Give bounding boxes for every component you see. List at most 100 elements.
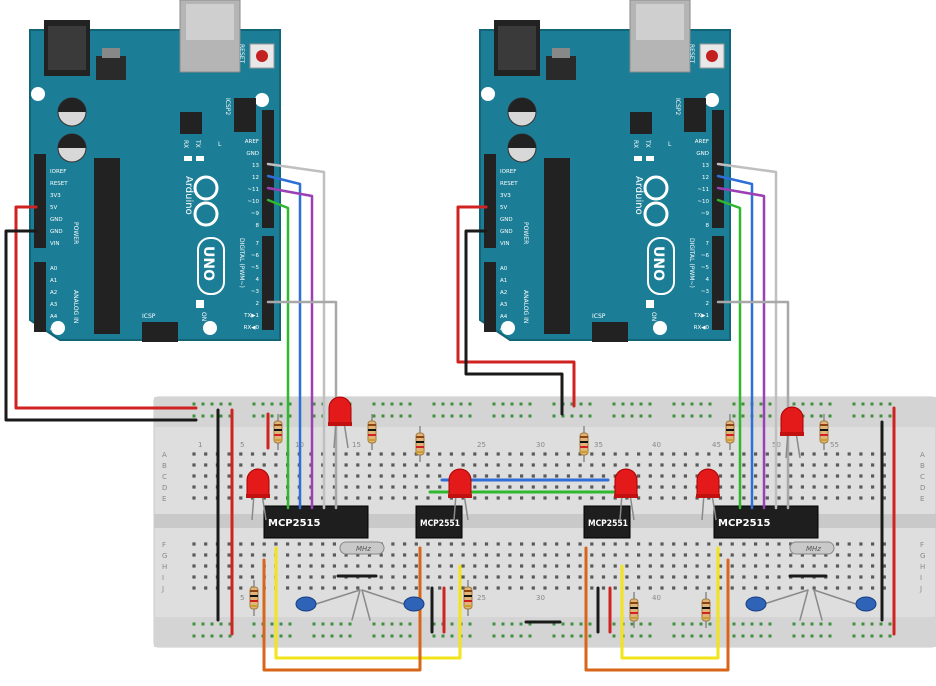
- rail-hole: [288, 622, 292, 626]
- resistor-band: [820, 424, 828, 426]
- breadboard-hole: [660, 452, 664, 456]
- breadboard-hole: [484, 485, 489, 489]
- breadboard-hole: [824, 586, 828, 590]
- chip-label: MCP2551: [420, 519, 460, 529]
- rail-hole: [219, 622, 223, 626]
- rail-hole: [312, 402, 316, 406]
- breadboard-hole: [391, 553, 395, 557]
- breadboard-hole: [192, 474, 196, 478]
- pin-3: ~3: [251, 289, 260, 295]
- rail-hole: [621, 414, 625, 418]
- rail-hole: [570, 402, 574, 406]
- pin-5v: 5V: [50, 205, 57, 211]
- pin-5: ~5: [701, 265, 710, 271]
- rail-hole: [801, 634, 805, 638]
- rail-hole: [201, 634, 205, 638]
- rail-hole: [492, 622, 496, 626]
- breadboard-hole: [356, 553, 360, 557]
- wire-cap-leg-2: [361, 589, 405, 621]
- rx-label: RX: [182, 140, 189, 148]
- breadboard-hole: [321, 564, 325, 568]
- rail-hole: [432, 402, 436, 406]
- breadboard-hole: [332, 564, 336, 568]
- breadboard-hole: [707, 553, 711, 557]
- l-label: L: [218, 141, 222, 148]
- resistor-band: [726, 424, 734, 426]
- rail-hole: [819, 414, 823, 418]
- breadboard-hole: [473, 586, 477, 590]
- atmega-chip: [544, 158, 570, 334]
- rail-hole: [330, 622, 334, 626]
- breadboard-hole: [403, 496, 407, 500]
- rail-hole: [468, 402, 472, 406]
- breadboard-hole: [250, 575, 255, 579]
- breadboard-hole: [356, 496, 360, 500]
- breadboard-hole: [461, 463, 465, 467]
- resistor-band: [820, 439, 828, 441]
- breadboard-hole: [344, 463, 348, 467]
- rail-hole: [468, 414, 472, 418]
- breadboard-hole: [765, 564, 769, 568]
- rail-hole: [228, 634, 232, 638]
- wire-cap-leg-4: [813, 589, 857, 621]
- pin-a5: A5: [50, 326, 58, 332]
- led-leg: [261, 493, 267, 521]
- breadboard-hole: [297, 542, 301, 546]
- rail-hole: [552, 402, 556, 406]
- digital-label: DIGITAL (PWM~): [688, 238, 695, 288]
- rail-hole: [192, 622, 196, 626]
- breadboard-hole: [637, 575, 641, 579]
- rail-hole: [690, 634, 694, 638]
- breadboard-hole: [484, 463, 489, 467]
- breadboard-hole: [239, 586, 243, 590]
- breadboard-hole: [754, 553, 758, 557]
- breadboard-hole: [777, 463, 781, 467]
- row-letter-j-right: J: [919, 585, 922, 593]
- rail-hole: [372, 622, 376, 626]
- resistor-band: [274, 439, 282, 441]
- breadboard-hole: [812, 474, 816, 478]
- breadboard-hole: [262, 463, 266, 467]
- breadboard-hole: [555, 474, 559, 478]
- breadboard-hole: [742, 586, 746, 590]
- breadboard-hole: [718, 553, 723, 557]
- wire-cap-leg-3: [763, 589, 809, 621]
- rail-hole: [408, 414, 412, 418]
- breadboard-hole: [601, 564, 606, 568]
- ceramic-capacitor-2: [403, 596, 425, 612]
- breadboard-hole: [531, 586, 535, 590]
- rail-hole: [819, 634, 823, 638]
- rail-hole: [279, 414, 283, 418]
- rail-hole: [579, 402, 583, 406]
- voltage-regulator: [546, 56, 576, 80]
- rail-hole: [828, 402, 832, 406]
- icsp-header: [592, 322, 628, 342]
- breadboard-hole: [356, 474, 360, 478]
- rail-hole: [468, 622, 472, 626]
- led-leg: [701, 493, 705, 521]
- rail-hole: [570, 414, 574, 418]
- breadboard-hole: [555, 553, 559, 557]
- breadboard-hole: [707, 575, 711, 579]
- rail-hole: [252, 622, 256, 626]
- rail-hole: [801, 622, 805, 626]
- breadboard-hole: [508, 463, 512, 467]
- breadboard-hole: [800, 463, 804, 467]
- breadboard-hole: [426, 553, 430, 557]
- breadboard-hole: [566, 452, 570, 456]
- rail-hole: [588, 402, 592, 406]
- breadboard-hole: [660, 485, 664, 489]
- reset-button-cap: [706, 50, 718, 62]
- breadboard-hole: [754, 564, 758, 568]
- breadboard-hole: [730, 553, 734, 557]
- pin-ioref: IOREF: [500, 169, 516, 175]
- breadboard-hole: [648, 485, 652, 489]
- pin-a2: A2: [50, 290, 57, 296]
- pin-2: 2: [706, 301, 710, 307]
- rail-hole: [648, 402, 652, 406]
- resistor-band: [368, 424, 376, 426]
- breadboard-hole: [812, 452, 816, 456]
- rail-hole: [612, 414, 616, 418]
- breadboard-hole: [414, 564, 418, 568]
- breadboard-hole: [344, 496, 348, 500]
